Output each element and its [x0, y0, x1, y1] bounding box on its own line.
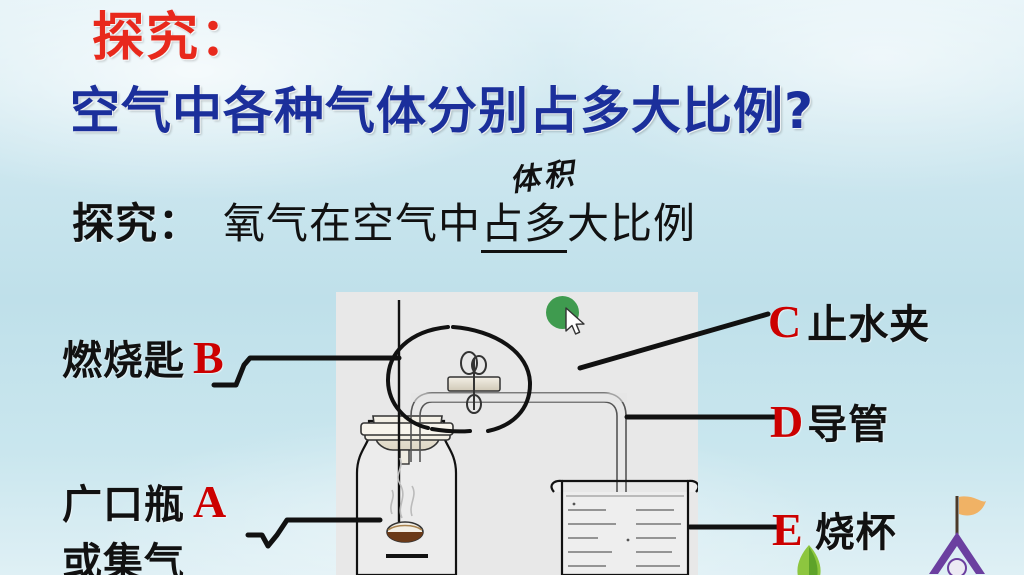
apparatus-svg: [355, 300, 698, 575]
label-a-key: A: [193, 475, 227, 527]
subtitle-underlined: 占多: [481, 199, 568, 253]
subtitle-row: 探究： 氧气在空气中占多大比例: [72, 190, 697, 253]
handwritten-annotation: 体积: [507, 155, 580, 200]
label-d-delivery-tube: D 导管: [770, 392, 889, 450]
tent-with-flag-icon: [929, 496, 986, 575]
label-d-text: 导管: [807, 402, 890, 448]
smoke-wisps: [390, 457, 415, 519]
combustion-spoon: [386, 300, 424, 543]
beaker: [550, 479, 698, 575]
label-d-key: D: [770, 395, 804, 447]
label-e-key: E: [772, 503, 803, 555]
subtitle-label: 探究：: [72, 199, 202, 248]
title-blue-question: 空气中各种气体分别占多大比例?: [70, 82, 815, 140]
pinch-clamp: [447, 351, 501, 414]
title-red: 探究：: [92, 8, 255, 68]
label-c-text: 止水夹: [807, 302, 931, 348]
green-leaf-icon: [797, 545, 821, 575]
apparatus-diagram-panel: [336, 292, 698, 575]
label-e-beaker: E 烧杯: [772, 500, 897, 558]
tube-fill: [411, 393, 627, 402]
label-b-combustion-spoon: 燃烧匙 B: [62, 328, 224, 386]
label-e-text: 烧杯: [814, 510, 897, 556]
label-a-text-line2: 或集气: [62, 540, 185, 575]
label-b-text: 燃烧匙: [62, 338, 185, 384]
label-a-gas-jar: 广口瓶 A: [62, 472, 226, 530]
subtitle-post: 大比例: [567, 199, 697, 248]
label-a-text: 广口瓶: [62, 482, 185, 528]
label-c-key: C: [768, 295, 802, 347]
subtitle-text: 氧气在空气中占多大比例: [223, 190, 697, 253]
beaker-graduations: [568, 509, 681, 567]
label-b-key: B: [193, 331, 224, 383]
label-c-pinch-clamp: C 止水夹: [768, 292, 930, 350]
subtitle-pre: 氧气在空气中: [223, 199, 482, 248]
rubber-stopper: [360, 415, 454, 465]
mouse-pointer-icon: [565, 307, 585, 335]
